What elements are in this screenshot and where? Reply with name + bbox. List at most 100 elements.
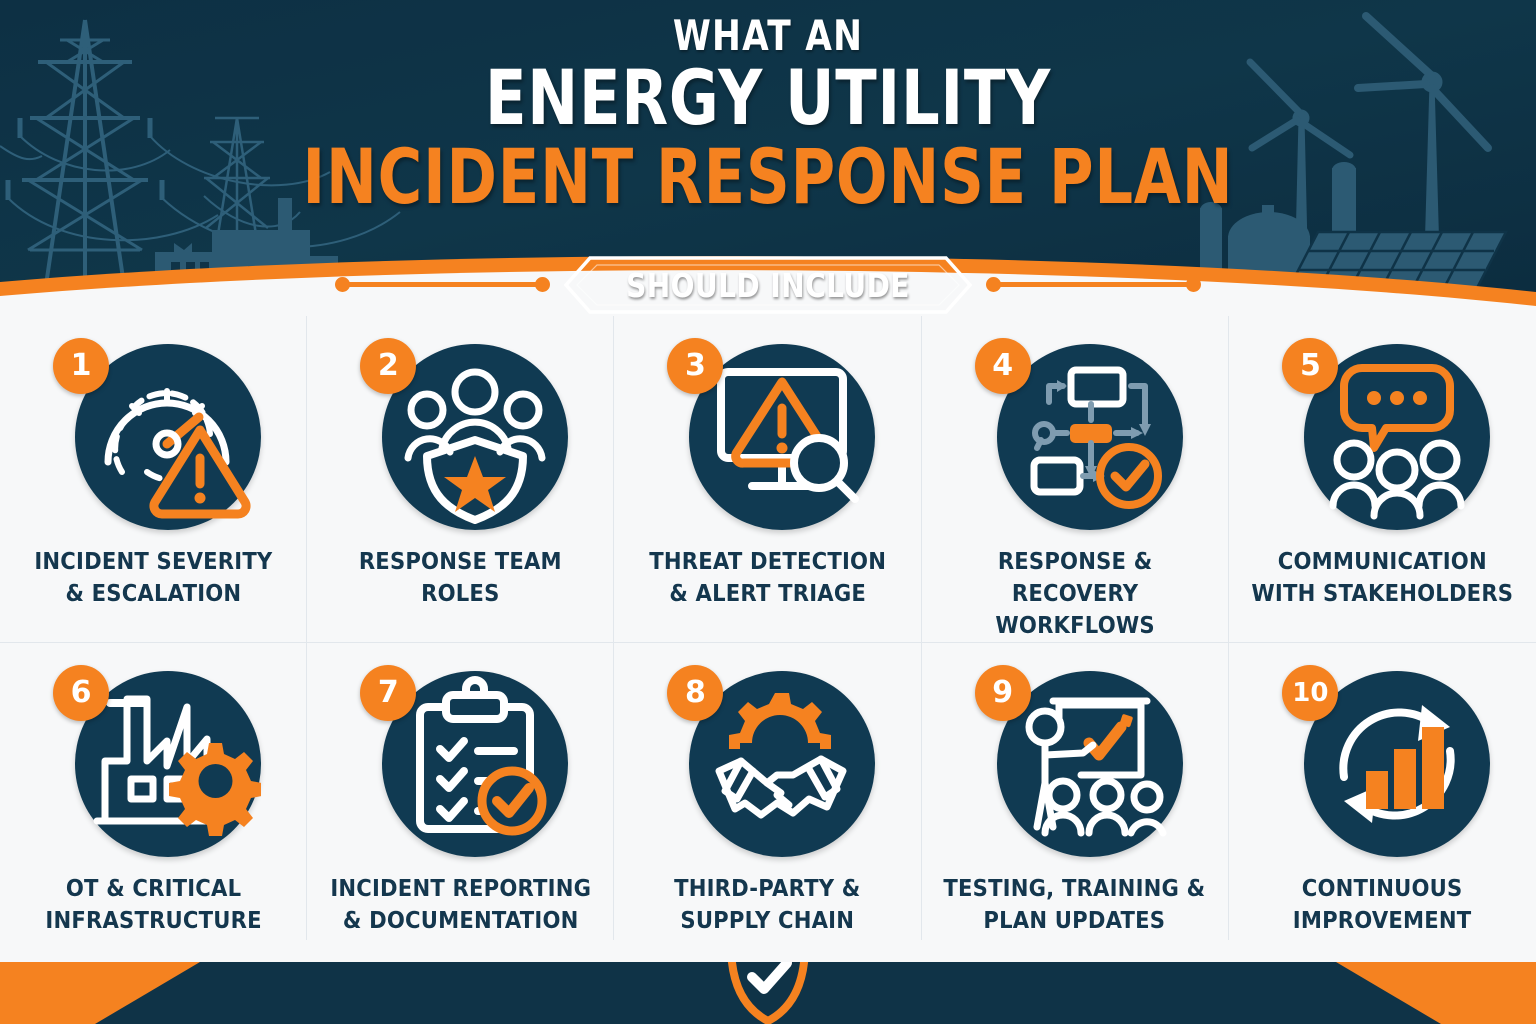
grid-item-8[interactable]: 8 THIRD-PARTY & SUPPLY CHAIN [614, 643, 922, 940]
caption-line-1: INCIDENT REPORTING [329, 876, 591, 902]
hexagon-outline-icon [564, 256, 972, 314]
icon-wrap-9: 9 [974, 665, 1183, 865]
icon-wrap-8: 8 [667, 665, 876, 865]
title-line-3: INCIDENT RESPONSE PLAN [302, 132, 1234, 221]
caption-line-1: THREAT DETECTION [649, 549, 886, 575]
item-number-badge: 3 [667, 338, 724, 394]
icon-wrap-3: 3 [667, 338, 876, 538]
caption-line-1: OT & CRITICAL [65, 876, 241, 902]
caption-line-2: & ESCALATION [65, 581, 242, 607]
caption-line-2: & DOCUMENTATION [342, 908, 579, 934]
item-number-badge: 10 [1282, 665, 1339, 721]
grid-item-4[interactable]: 4 RESPONSE & RECOVERY WORKFLOWS [921, 316, 1229, 643]
caption-line-1: COMMUNICATION [1277, 549, 1487, 575]
icon-wrap-6: 6 [53, 665, 262, 865]
item-caption-4: RESPONSE & RECOVERY WORKFLOWS [934, 546, 1216, 642]
shield-check-icon [728, 962, 808, 1024]
decor-rule-left [335, 277, 550, 292]
item-number-badge: 1 [53, 338, 110, 394]
grid-item-2[interactable]: 2 RESPONSE TEAM ROLES [307, 316, 615, 643]
grid-item-5[interactable]: 5 COMMUNICATION WITH STAKEHOLDERS [1228, 316, 1536, 643]
item-number-badge: 4 [974, 338, 1031, 394]
grid-item-3[interactable]: 3 THREAT DETECTION & ALERT TRIAGE [614, 316, 922, 643]
caption-line-2: INFRASTRUCTURE [44, 908, 262, 934]
caption-line-2: ROLES [421, 581, 500, 607]
decor-rule-right [986, 277, 1201, 292]
clipboard-checklist-icon [416, 676, 547, 836]
grid-item-7[interactable]: 7 INCIDENT REPORTING & DOCUMENTATION [307, 643, 615, 940]
check-circle-icon [477, 766, 547, 836]
caption-line-2: WITH STAKEHOLDERS [1251, 581, 1514, 607]
people-group-icon [1329, 439, 1465, 520]
grid-item-9[interactable]: 9 TESTING, TRAINING & PLAN UPDATES [922, 643, 1229, 940]
icon-wrap-2: 2 [360, 338, 569, 538]
icon-wrap-1: 1 [53, 338, 262, 538]
clipboard-icon [416, 676, 535, 833]
item-number-badge: 8 [667, 665, 724, 721]
grid-item-1[interactable]: 1 INCIDENT SEVERITY & ESCALATION [0, 316, 308, 643]
icon-wrap-7: 7 [360, 665, 569, 865]
caption-line-2: & ALERT TRIAGE [669, 581, 866, 607]
caption-line-2: PLAN UPDATES [983, 908, 1166, 934]
caption-line-1: CONTINUOUS [1302, 876, 1463, 902]
audience-icon [1041, 777, 1167, 837]
caption-line-2: SUPPLY CHAIN [680, 908, 855, 934]
banner-label: SHOULD INCLUDE [626, 265, 910, 305]
items-grid: 1 INCIDENT SEVERITY & ESCALATION [0, 316, 1536, 940]
title-line-2: ENERGY UTILITY [484, 53, 1052, 142]
grid-item-6[interactable]: 6 OT & CRITICAL INFRASTRUCTURE [0, 643, 308, 940]
icon-wrap-4: 4 [974, 338, 1183, 538]
icon-wrap-10: 10 [1282, 665, 1491, 865]
item-caption-9: TESTING, TRAINING & PLAN UPDATES [944, 873, 1206, 937]
shield-outline-icon [423, 436, 528, 524]
item-number-badge: 2 [360, 338, 417, 394]
training-presentation-icon [1025, 697, 1167, 837]
speech-bubble-icon [1340, 364, 1455, 452]
presenter-icon [1025, 707, 1097, 831]
factory-gear-icon [93, 695, 262, 836]
item-caption-6: OT & CRITICAL INFRASTRUCTURE [45, 873, 261, 937]
gear-icon [169, 743, 262, 836]
workflow-flowchart-check-icon [1030, 366, 1162, 509]
flow-arrows-icon [1031, 380, 1151, 482]
item-caption-1: INCIDENT SEVERITY & ESCALATION [34, 546, 272, 610]
power-transmission-tower-icon [0, 19, 401, 286]
should-include-banner: SHOULD INCLUDE [564, 256, 972, 314]
gear-icon [729, 693, 832, 749]
caption-line-1: RESPONSE & [997, 549, 1152, 575]
title-block: WHAT AN ENERGY UTILITY INCIDENT RESPONSE… [0, 0, 1536, 218]
whiteboard-icon [1049, 697, 1151, 779]
icon-wrap-5: 5 [1282, 338, 1491, 538]
item-caption-7: INCIDENT REPORTING & DOCUMENTATION [330, 873, 591, 937]
item-caption-8: THIRD-PARTY & SUPPLY CHAIN [674, 873, 860, 937]
footer-section [0, 962, 1536, 1024]
team-shield-star-icon [404, 368, 546, 524]
caption-line-2: IMPROVEMENT [1293, 908, 1472, 934]
subtitle-bar: SHOULD INCLUDE [0, 255, 1536, 315]
header-background-illustration [0, 0, 1536, 316]
caption-line-2: RECOVERY WORKFLOWS [994, 581, 1155, 639]
orange-check-icon [1083, 721, 1127, 761]
caption-line-1: THIRD-PARTY & [674, 876, 861, 902]
item-caption-2: RESPONSE TEAM ROLES [359, 546, 562, 610]
speech-bubble-people-icon [1329, 364, 1465, 520]
grid-item-10[interactable]: 10 CONTINUOUS IMPROVEMENT [1229, 643, 1536, 940]
item-caption-5: COMMUNICATION WITH STAKEHOLDERS [1251, 546, 1513, 610]
item-number-badge: 7 [360, 665, 417, 721]
item-number-badge: 6 [53, 665, 110, 721]
warning-triangle-icon [149, 425, 251, 519]
item-number-badge: 5 [1282, 338, 1339, 394]
item-number-badge: 9 [974, 665, 1031, 721]
caption-line-1: RESPONSE TEAM [358, 549, 562, 575]
title-line-1: WHAT AN [672, 11, 864, 60]
bar-chart-icon [1366, 727, 1445, 809]
monitor-alert-search-icon [717, 368, 860, 503]
item-caption-3: THREAT DETECTION & ALERT TRIAGE [649, 546, 886, 610]
check-circle-icon [1095, 443, 1162, 509]
magnifier-icon [790, 434, 860, 503]
caption-line-1: INCIDENT SEVERITY [34, 549, 273, 575]
handshake-gear-icon [715, 693, 847, 819]
handshake-icon [715, 755, 847, 819]
caption-line-1: TESTING, TRAINING & [943, 876, 1206, 902]
